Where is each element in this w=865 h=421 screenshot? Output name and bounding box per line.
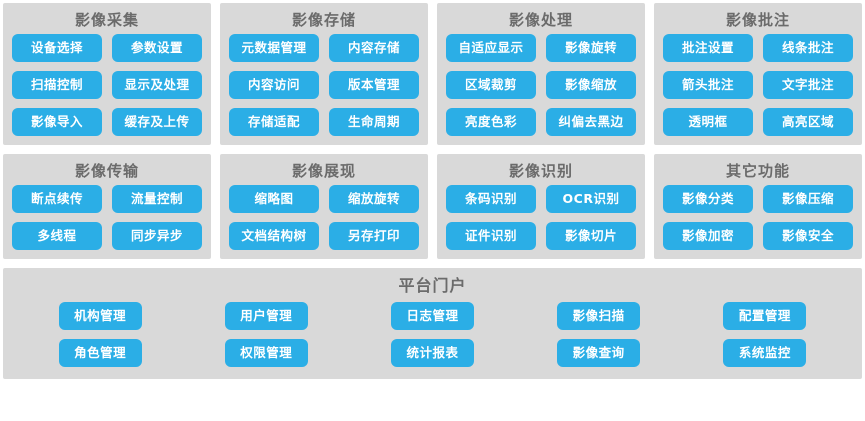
feature-button-image-slice[interactable]: 影像切片 (546, 222, 636, 250)
portal-button-permission-manage[interactable]: 权限管理 (224, 339, 308, 367)
feature-button-storage-adapt[interactable]: 存储适配 (229, 108, 319, 136)
feature-button-text-annotation[interactable]: 文字批注 (763, 71, 853, 99)
button-grid: 批注设置 线条批注 箭头批注 文字批注 透明框 高亮区域 (663, 34, 853, 136)
button-grid: 断点续传 流量控制 多线程 同步异步 (12, 185, 202, 250)
feature-button-document-tree[interactable]: 文档结构树 (229, 222, 319, 250)
feature-button-image-import[interactable]: 影像导入 (12, 108, 102, 136)
feature-button-image-encrypt[interactable]: 影像加密 (663, 222, 753, 250)
panel-title: 影像采集 (74, 11, 139, 29)
portal-button-role-manage[interactable]: 角色管理 (58, 339, 142, 367)
feature-button-image-security[interactable]: 影像安全 (763, 222, 853, 250)
button-grid: 缩略图 缩放旋转 文档结构树 另存打印 (229, 185, 419, 250)
portal-button-config-manage[interactable]: 配置管理 (723, 302, 807, 330)
button-grid: 元数据管理 内容存储 内容访问 版本管理 存储适配 生命周期 (229, 34, 419, 136)
portal-title: 平台门户 (398, 276, 467, 295)
panel-image-annotation: 影像批注 批注设置 线条批注 箭头批注 文字批注 透明框 高亮区域 (654, 3, 862, 145)
panel-image-capture: 影像采集 设备选择 参数设置 扫描控制 显示及处理 影像导入 缓存及上传 (3, 3, 211, 145)
feature-button-image-zoom[interactable]: 影像缩放 (546, 71, 636, 99)
panel-image-storage: 影像存储 元数据管理 内容存储 内容访问 版本管理 存储适配 生命周期 (220, 3, 428, 145)
feature-button-annotation-setting[interactable]: 批注设置 (663, 34, 753, 62)
feature-button-barcode-recognition[interactable]: 条码识别 (446, 185, 536, 213)
feature-button-highlight-region[interactable]: 高亮区域 (763, 108, 853, 136)
feature-button-brightness-color[interactable]: 亮度色彩 (446, 108, 536, 136)
portal-button-image-scan[interactable]: 影像扫描 (557, 302, 641, 330)
feature-button-flow-control[interactable]: 流量控制 (112, 185, 202, 213)
portal-button-statistics-report[interactable]: 统计报表 (390, 339, 474, 367)
feature-button-deskew-deborder[interactable]: 纠偏去黑边 (546, 108, 636, 136)
feature-button-lifecycle[interactable]: 生命周期 (329, 108, 419, 136)
panel-title: 影像处理 (508, 11, 573, 29)
feature-button-param-setting[interactable]: 参数设置 (112, 34, 202, 62)
panel-title: 影像展现 (291, 162, 356, 180)
feature-button-resume-transfer[interactable]: 断点续传 (12, 185, 102, 213)
feature-button-content-storage[interactable]: 内容存储 (329, 34, 419, 62)
feature-button-region-crop[interactable]: 区域裁剪 (446, 71, 536, 99)
feature-button-image-rotate[interactable]: 影像旋转 (546, 34, 636, 62)
feature-button-scan-control[interactable]: 扫描控制 (12, 71, 102, 99)
feature-button-id-recognition[interactable]: 证件识别 (446, 222, 536, 250)
portal-button-user-manage[interactable]: 用户管理 (224, 302, 308, 330)
feature-button-display-process[interactable]: 显示及处理 (112, 71, 202, 99)
portal-button-log-manage[interactable]: 日志管理 (390, 302, 474, 330)
feature-button-multithread[interactable]: 多线程 (12, 222, 102, 250)
feature-button-thumbnail[interactable]: 缩略图 (229, 185, 319, 213)
panel-title: 其它功能 (725, 162, 790, 180)
feature-button-arrow-annotation[interactable]: 箭头批注 (663, 71, 753, 99)
feature-button-metadata-manage[interactable]: 元数据管理 (229, 34, 319, 62)
feature-button-saveas-print[interactable]: 另存打印 (329, 222, 419, 250)
feature-button-transparent-box[interactable]: 透明框 (663, 108, 753, 136)
portal-button-image-query[interactable]: 影像查询 (557, 339, 641, 367)
feature-button-content-access[interactable]: 内容访问 (229, 71, 319, 99)
feature-button-image-compress[interactable]: 影像压缩 (763, 185, 853, 213)
feature-button-cache-upload[interactable]: 缓存及上传 (112, 108, 202, 136)
button-grid: 影像分类 影像压缩 影像加密 影像安全 (663, 185, 853, 250)
panel-title: 影像批注 (725, 11, 790, 29)
feature-button-version-manage[interactable]: 版本管理 (329, 71, 419, 99)
feature-button-sync-async[interactable]: 同步异步 (112, 222, 202, 250)
panel-image-recognition: 影像识别 条码识别 OCR识别 证件识别 影像切片 (437, 154, 645, 259)
panel-image-transmission: 影像传输 断点续传 流量控制 多线程 同步异步 (3, 154, 211, 259)
portal-button-grid: 机构管理 用户管理 日志管理 影像扫描 配置管理 角色管理 权限管理 统计报表 … (17, 302, 848, 367)
panel-row-2: 影像传输 断点续传 流量控制 多线程 同步异步 影像展现 缩略图 缩放旋转 文档… (3, 154, 862, 259)
panel-title: 影像传输 (74, 162, 139, 180)
feature-button-zoom-rotate[interactable]: 缩放旋转 (329, 185, 419, 213)
feature-button-device-select[interactable]: 设备选择 (12, 34, 102, 62)
portal-button-org-manage[interactable]: 机构管理 (58, 302, 142, 330)
feature-button-adaptive-display[interactable]: 自适应显示 (446, 34, 536, 62)
panel-title: 影像识别 (508, 162, 573, 180)
button-grid: 条码识别 OCR识别 证件识别 影像切片 (446, 185, 636, 250)
panel-title: 影像存储 (291, 11, 356, 29)
panel-image-processing: 影像处理 自适应显示 影像旋转 区域裁剪 影像缩放 亮度色彩 纠偏去黑边 (437, 3, 645, 145)
button-grid: 自适应显示 影像旋转 区域裁剪 影像缩放 亮度色彩 纠偏去黑边 (446, 34, 636, 136)
portal-button-system-monitor[interactable]: 系统监控 (723, 339, 807, 367)
feature-button-image-classify[interactable]: 影像分类 (663, 185, 753, 213)
feature-button-ocr-recognition[interactable]: OCR识别 (546, 185, 636, 213)
panel-row-1: 影像采集 设备选择 参数设置 扫描控制 显示及处理 影像导入 缓存及上传 影像存… (3, 3, 862, 145)
feature-button-line-annotation[interactable]: 线条批注 (763, 34, 853, 62)
panel-image-presentation: 影像展现 缩略图 缩放旋转 文档结构树 另存打印 (220, 154, 428, 259)
panel-platform-portal: 平台门户 机构管理 用户管理 日志管理 影像扫描 配置管理 角色管理 权限管理 … (3, 268, 862, 379)
button-grid: 设备选择 参数设置 扫描控制 显示及处理 影像导入 缓存及上传 (12, 34, 202, 136)
panel-other-functions: 其它功能 影像分类 影像压缩 影像加密 影像安全 (654, 154, 862, 259)
